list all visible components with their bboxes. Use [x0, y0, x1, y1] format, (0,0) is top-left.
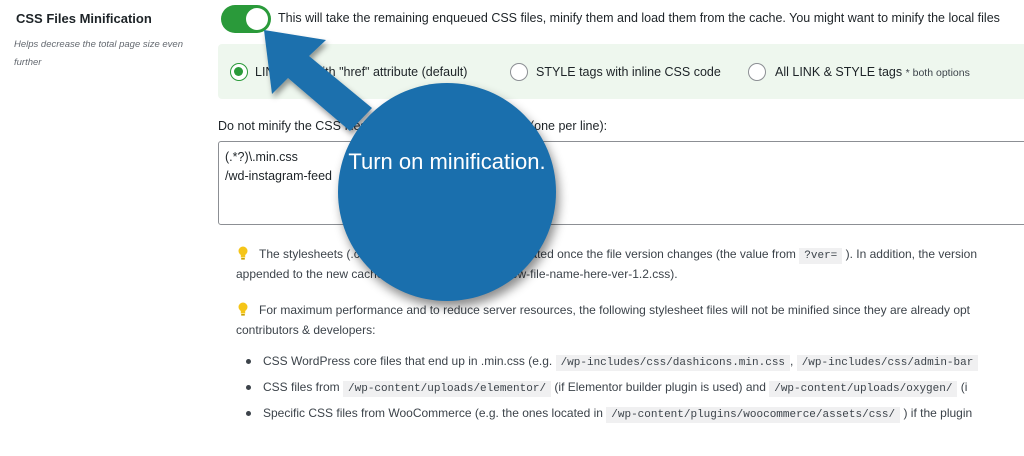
ver-code: ?ver= — [799, 248, 843, 264]
minify-options-panel: LINK tags with "href" attribute (default… — [218, 44, 1024, 99]
note-text: enerated once the file version changes (… — [506, 247, 796, 261]
excluded-files-list: CSS WordPress core files that end up in … — [246, 352, 979, 430]
exclusion-line: (.*?)\.min.css — [225, 150, 298, 164]
radio-all-tags-label[interactable]: All LINK & STYLE tags * both options — [775, 65, 970, 79]
radio-all-tags[interactable] — [748, 63, 766, 81]
note-text: ). In addition, the version — [845, 247, 978, 261]
separator: , — [790, 354, 794, 368]
exclusion-line: /wd-instagram-feed — [225, 169, 332, 183]
list-item-text: Specific CSS files from WooCommerce (e.g… — [263, 406, 603, 420]
list-item-text: (i — [960, 380, 968, 394]
radio-all-tags-text: All LINK & STYLE tags — [775, 65, 903, 79]
setting-description: Helps decrease the total page size even … — [14, 39, 183, 68]
callout-text: Turn on minification. — [348, 149, 546, 174]
list-item: Specific CSS files from WooCommerce (e.g… — [246, 404, 978, 430]
stylesheets-note-line2: appended to the new cached (e.g. new-fil… — [236, 267, 678, 281]
lightbulb-icon — [238, 246, 248, 260]
performance-note-line2: contributors & developers: — [236, 323, 376, 337]
note-text: The stylesheets (.css — [259, 247, 372, 261]
list-item-text: CSS WordPress core files that end up in … — [263, 354, 553, 368]
path-code: /wp-content/plugins/woocommerce/assets/c… — [606, 407, 901, 423]
path-code: /wp-content/uploads/elementor/ — [343, 381, 552, 397]
radio-link-tags[interactable] — [230, 63, 248, 81]
radio-style-tags-label[interactable]: STYLE tags with inline CSS code — [536, 65, 721, 79]
note-text: appended to the new cached — [236, 267, 391, 281]
callout-bubble: Turn on minification. — [338, 83, 556, 301]
performance-note-line1: For maximum performance and to reduce se… — [259, 303, 970, 317]
lightbulb-icon — [238, 302, 248, 316]
list-item-text: (if Elementor builder plugin is used) an… — [554, 380, 766, 394]
radio-link-tags-label[interactable]: LINK tags with "href" attribute (default… — [255, 65, 468, 79]
list-item-text: ) if the plugin — [903, 406, 973, 420]
toggle-knob — [246, 8, 268, 30]
path-code: /wp-includes/css/admin-bar — [796, 355, 979, 371]
list-item: CSS WordPress core files that end up in … — [246, 352, 979, 378]
path-code: /wp-includes/css/dashicons.min.css — [555, 355, 791, 371]
stylesheets-note-line1: The stylesheets (.css enerated once the … — [259, 247, 978, 264]
note-text: (e.g. new-file-name-here-ver-1.2.css). — [476, 267, 678, 281]
minify-css-toggle[interactable] — [221, 5, 271, 33]
radio-all-tags-note: * both options — [905, 67, 970, 79]
list-item-text: CSS files from — [263, 380, 340, 394]
toggle-description: This will take the remaining enqueued CS… — [278, 11, 1000, 25]
radio-style-tags[interactable] — [510, 63, 528, 81]
setting-title: CSS Files Minification — [16, 11, 152, 26]
list-item: CSS files from /wp-content/uploads/eleme… — [246, 378, 978, 404]
path-code: /wp-content/uploads/oxygen/ — [769, 381, 958, 397]
